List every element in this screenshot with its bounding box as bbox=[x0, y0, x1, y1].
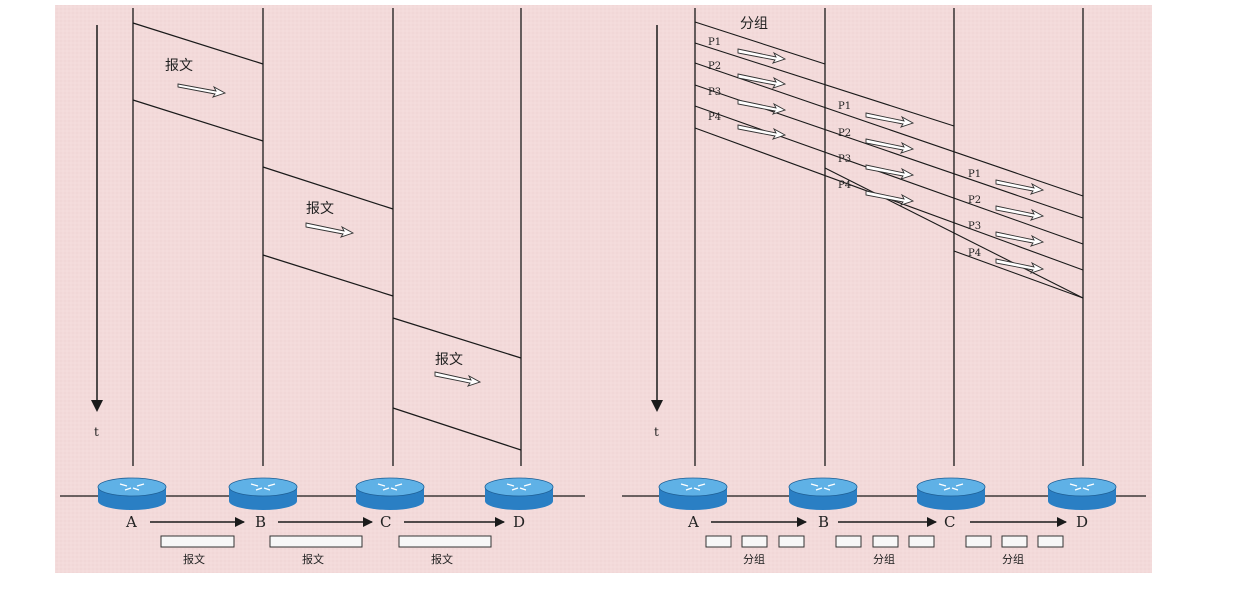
packet-label: P3 bbox=[708, 87, 721, 98]
router-icon bbox=[97, 477, 167, 510]
message-label: 报文 bbox=[306, 201, 334, 217]
packet-labels-hop-1: P1 P2 P3 P4 bbox=[708, 37, 787, 140]
router-icon bbox=[355, 477, 425, 510]
time-axis: t bbox=[651, 25, 663, 439]
packet-label: P3 bbox=[838, 154, 851, 165]
router-icon bbox=[916, 477, 986, 510]
packet-labels-hop-3: P1 P2 P3 P4 bbox=[968, 169, 1045, 274]
diagram-background bbox=[55, 5, 1152, 573]
packet-header-label: 分组 bbox=[740, 16, 768, 32]
router-icon bbox=[788, 477, 858, 510]
bottom-label: 报文 bbox=[431, 552, 453, 566]
node-label-c: C bbox=[944, 513, 955, 531]
packet-label: P3 bbox=[968, 221, 981, 232]
bottom-label: 分组 bbox=[1002, 552, 1024, 566]
hollow-arrow-icon bbox=[177, 83, 227, 98]
node-label-b: B bbox=[818, 513, 829, 531]
hollow-arrow-icon bbox=[305, 222, 355, 238]
message-transfer-parallelograms bbox=[132, 22, 522, 451]
router-icon bbox=[484, 477, 554, 510]
hollow-arrow-icon bbox=[434, 371, 482, 387]
message-switching-panel: t 报文 报文 报文 bbox=[60, 8, 585, 566]
packet-label: P1 bbox=[968, 169, 981, 180]
packet-labels-hop-2: P1 P2 P3 P4 bbox=[838, 101, 915, 206]
message-label-hop-1: 报文 bbox=[165, 58, 227, 98]
node-label-a: A bbox=[125, 513, 137, 531]
bottom-label: 分组 bbox=[743, 552, 765, 566]
packet-label: P4 bbox=[838, 180, 851, 191]
router-icon bbox=[1047, 477, 1117, 510]
packet-label: P2 bbox=[708, 61, 721, 72]
hollow-arrow-icon bbox=[865, 112, 915, 206]
bottom-label: 分组 bbox=[873, 552, 895, 566]
packet-label: P4 bbox=[968, 248, 981, 259]
hollow-arrow-icon bbox=[737, 48, 787, 140]
packet-label: P1 bbox=[708, 37, 721, 48]
time-axis-label: t bbox=[654, 425, 659, 439]
message-label-hop-3: 报文 bbox=[434, 352, 482, 387]
node-label-d: D bbox=[513, 513, 525, 531]
node-timelines bbox=[132, 8, 522, 466]
node-label-c: C bbox=[380, 513, 391, 531]
packet-label: P4 bbox=[708, 112, 721, 123]
router-icon bbox=[658, 477, 728, 510]
message-label: 报文 bbox=[435, 352, 463, 368]
bottom-label: 报文 bbox=[302, 552, 324, 566]
node-label-a: A bbox=[687, 513, 699, 531]
node-label-b: B bbox=[255, 513, 266, 531]
router-icon bbox=[228, 477, 298, 510]
time-axis: t bbox=[91, 25, 103, 439]
message-blocks bbox=[160, 535, 492, 548]
bottom-label: 报文 bbox=[183, 552, 205, 566]
message-label-hop-2: 报文 bbox=[305, 201, 355, 238]
packet-switching-panel: t 分组 P1 P2 P3 P4 bbox=[622, 8, 1146, 566]
packet-label: P2 bbox=[968, 195, 981, 206]
node-label-d: D bbox=[1076, 513, 1088, 531]
hollow-arrow-icon bbox=[995, 179, 1045, 274]
packet-blocks bbox=[705, 535, 1064, 548]
packet-label: P1 bbox=[838, 101, 851, 112]
message-label: 报文 bbox=[165, 58, 193, 74]
packet-label: P2 bbox=[838, 128, 851, 139]
time-axis-label: t bbox=[94, 425, 99, 439]
